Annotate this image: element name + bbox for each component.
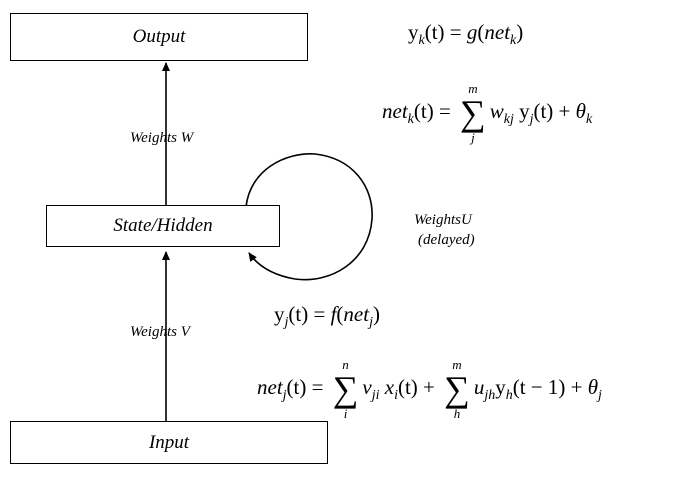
hidden-label: State/Hidden: [113, 215, 213, 236]
sum-h: m∑h: [444, 357, 470, 421]
recurrent-loop-arrow: [245, 153, 373, 281]
input-box: Input: [10, 421, 328, 464]
weights-u-label: WeightsU (delayed): [414, 210, 475, 250]
output-box: Output: [10, 13, 308, 61]
weights-u-line2: (delayed): [418, 232, 475, 248]
input-label: Input: [148, 431, 190, 453]
hidden-box: State/Hidden: [46, 205, 280, 247]
sum-i: n∑i: [332, 357, 359, 421]
weights-w-label: Weights W: [130, 130, 194, 146]
sum-j: m∑j: [460, 81, 486, 145]
equation-hidden: yj(t) = f(netj): [274, 302, 380, 330]
equation-output: yk(t) = g(netk): [408, 20, 524, 48]
weights-v-label: Weights V: [130, 324, 190, 340]
output-label: Output: [132, 26, 186, 47]
weights-u-line1: WeightsU: [414, 212, 472, 228]
